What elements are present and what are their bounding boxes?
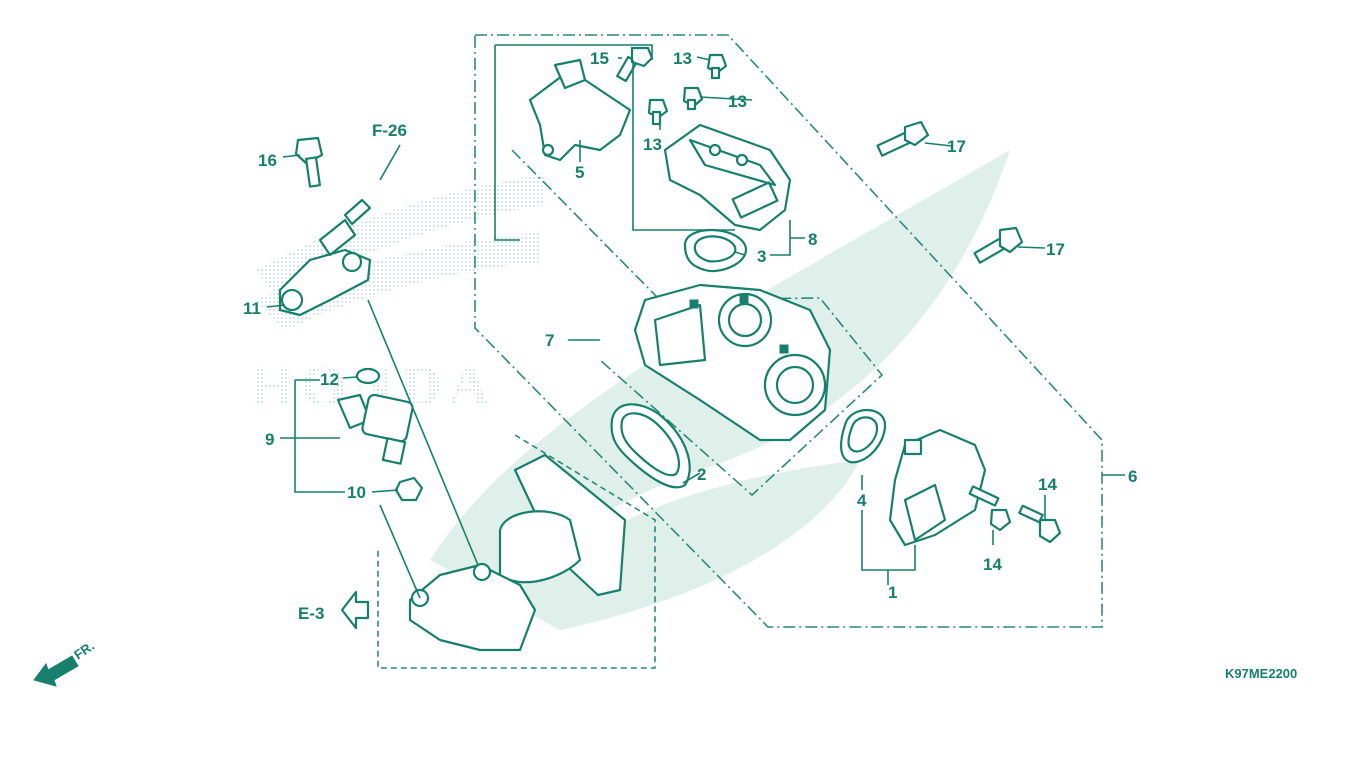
label-part-16: 16 bbox=[258, 151, 277, 170]
screw-13-c bbox=[647, 98, 669, 126]
label-part-6: 6 bbox=[1128, 467, 1137, 486]
joint-11 bbox=[278, 198, 372, 317]
label-part-9: 9 bbox=[265, 430, 274, 449]
assembly-outline-6 bbox=[474, 34, 1103, 628]
ref-e3-label: E-3 bbox=[298, 604, 324, 623]
e3-arrow bbox=[340, 590, 370, 630]
throttle-body-7 bbox=[633, 283, 832, 442]
label-part-11: 11 bbox=[243, 299, 261, 318]
gasket-3 bbox=[683, 228, 748, 273]
label-part-4: 4 bbox=[857, 491, 867, 510]
ref-f26-label: F-26 bbox=[372, 121, 407, 140]
assembly-outline-7 bbox=[511, 149, 884, 497]
screw-13-b bbox=[682, 86, 704, 111]
diagram-code: K97ME2200 bbox=[1225, 666, 1297, 681]
label-part-5: 5 bbox=[575, 163, 584, 182]
screw-14-right bbox=[1018, 504, 1062, 544]
bolt-16 bbox=[294, 136, 324, 188]
assembly-outline-8 bbox=[494, 44, 653, 241]
insulator-outline bbox=[377, 434, 656, 669]
front-arrow-icon bbox=[33, 655, 79, 687]
label-part-14-a: 14 bbox=[1038, 475, 1057, 494]
seal-4 bbox=[840, 409, 887, 464]
honda-wing-watermark: HONDA bbox=[250, 150, 1010, 630]
gasket-2 bbox=[610, 403, 691, 489]
bolt-15 bbox=[616, 46, 654, 83]
o-ring-12 bbox=[355, 367, 381, 385]
sensor-1 bbox=[888, 428, 987, 547]
label-part-7: 7 bbox=[545, 331, 554, 350]
label-part-10: 10 bbox=[347, 483, 366, 502]
leader-lines bbox=[266, 56, 1125, 599]
label-part-13-a: 13 bbox=[673, 49, 692, 68]
bracket-5 bbox=[528, 58, 632, 162]
insulator bbox=[408, 453, 627, 652]
label-part-13-b: 13 bbox=[728, 92, 747, 111]
screw-13-a bbox=[706, 53, 728, 80]
label-part-8: 8 bbox=[808, 230, 817, 249]
sensor-unit-8 bbox=[663, 123, 792, 232]
injector-9 bbox=[336, 393, 414, 465]
label-part-3: 3 bbox=[757, 247, 766, 266]
label-part-2: 2 bbox=[697, 465, 706, 484]
label-part-14-b: 14 bbox=[983, 555, 1002, 574]
label-part-15: 15 bbox=[590, 49, 609, 68]
label-part-12: 12 bbox=[320, 370, 339, 389]
bolt-17-upper bbox=[876, 120, 930, 157]
label-part-1: 1 bbox=[888, 583, 897, 602]
label-part-13-c: 13 bbox=[643, 135, 662, 154]
screw-14-left bbox=[968, 485, 1012, 532]
nut-10 bbox=[394, 476, 424, 502]
label-part-17-b: 17 bbox=[1046, 240, 1065, 259]
label-part-17-a: 17 bbox=[947, 137, 966, 156]
front-direction-label: FR. bbox=[71, 638, 97, 662]
bolt-17-lower bbox=[973, 226, 1024, 264]
